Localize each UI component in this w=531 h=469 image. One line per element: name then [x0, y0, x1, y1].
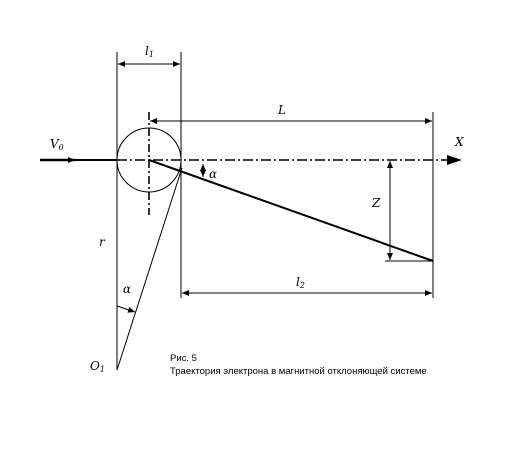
- v0-label: V0: [50, 137, 64, 152]
- alpha-top-label: α: [209, 167, 217, 181]
- caption-title: Рис. 5: [170, 353, 197, 364]
- o1-label: O1: [90, 359, 105, 374]
- x-axis-label: X: [454, 135, 464, 149]
- r-label: r: [99, 235, 106, 249]
- caption-text: Траектория электрона в магнитной отклоня…: [170, 366, 427, 377]
- radius-line-inclined: [116, 167, 183, 371]
- deflected-trajectory: [148, 159, 434, 262]
- l1-label: l1: [145, 44, 154, 59]
- l2-label: l2: [296, 275, 305, 290]
- alpha-bottom-label: α: [123, 282, 131, 296]
- L-label: L: [277, 103, 286, 117]
- x-axis-arrowhead: [447, 155, 462, 165]
- alpha-bottom-arc: [116, 305, 136, 313]
- z-label: Z: [371, 196, 381, 210]
